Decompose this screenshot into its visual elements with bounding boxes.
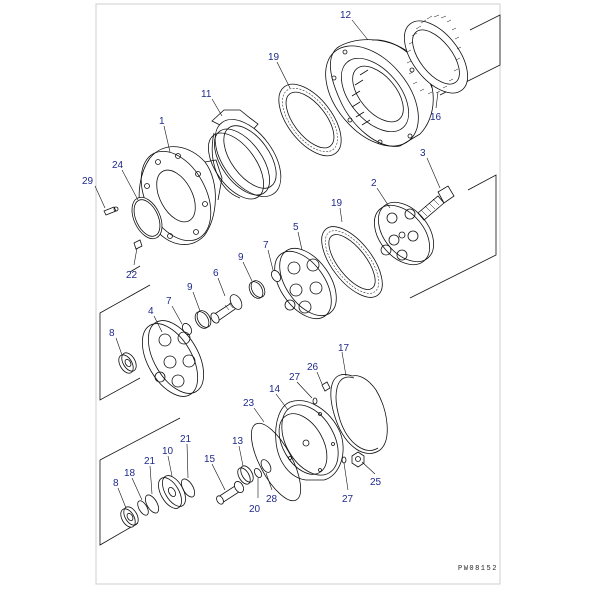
part-1-carrier <box>138 146 223 245</box>
part-5-disc <box>274 248 337 319</box>
part-20-ring <box>253 468 263 478</box>
part-21-snap-ring-b <box>144 494 160 514</box>
part-9-needle-bearing-b <box>194 310 212 329</box>
callout-29: 29 <box>82 176 94 187</box>
callout-2: 2 <box>371 178 377 189</box>
part-11-hub <box>208 109 282 200</box>
callout-7-upper: 7 <box>263 240 269 251</box>
part-24-o-ring <box>131 196 163 240</box>
part-23-o-ring <box>250 422 302 502</box>
part-10-gear <box>158 475 186 509</box>
callout-16: 16 <box>430 112 442 123</box>
part-15-shaft <box>216 481 244 505</box>
callout-28: 28 <box>266 494 278 505</box>
callout-24: 24 <box>112 160 124 171</box>
drawing-frame <box>95 3 501 585</box>
callout-9-lower: 9 <box>187 282 193 293</box>
part-19-bearing-lower <box>321 226 383 298</box>
callout-13: 13 <box>232 436 244 447</box>
part-27-plug-a <box>312 397 318 405</box>
part-3-shaft <box>417 185 455 221</box>
part-13-bearing <box>237 465 254 485</box>
part-18-washer <box>137 500 149 516</box>
callout-3: 3 <box>420 148 426 159</box>
callout-8-upper: 8 <box>109 328 115 339</box>
leader-lines <box>94 19 441 509</box>
callout-27-upper: 27 <box>289 372 301 383</box>
callout-15: 15 <box>204 454 216 465</box>
callout-1: 1 <box>159 116 165 127</box>
callout-22: 22 <box>126 270 138 281</box>
callout-9-upper: 9 <box>238 252 244 263</box>
callout-23: 23 <box>243 398 255 409</box>
part-14-cover <box>275 400 344 481</box>
callout-6: 6 <box>213 268 219 279</box>
callout-numbers: 12 16 19 11 1 24 29 22 3 2 19 5 7 9 6 9 … <box>82 10 442 515</box>
callout-10: 10 <box>162 446 174 457</box>
callout-14: 14 <box>269 384 281 395</box>
part-22-plug <box>133 239 143 250</box>
part-16-ring-gear <box>404 14 468 95</box>
part-8-bearing-a <box>118 352 137 374</box>
drawing-code: PW08152 <box>458 565 498 573</box>
part-26-plug <box>321 381 331 392</box>
callout-4: 4 <box>148 306 154 317</box>
part-7-washer-a <box>271 270 281 282</box>
part-17-snap-ring <box>330 374 388 454</box>
section-dividers <box>99 14 501 546</box>
callout-7-lower: 7 <box>166 296 172 307</box>
part-28-washer <box>260 459 272 473</box>
callout-21-right: 21 <box>180 434 192 445</box>
part-21-snap-ring-a <box>180 478 196 498</box>
callout-25: 25 <box>370 477 382 488</box>
part-27-plug-b <box>341 456 347 464</box>
part-6-planet-shaft <box>210 294 243 324</box>
callout-12: 12 <box>340 10 352 21</box>
part-2-planet-carrier <box>374 201 434 266</box>
part-25-nut <box>351 451 365 468</box>
callout-5: 5 <box>293 222 299 233</box>
callout-8-lower: 8 <box>113 478 119 489</box>
callout-19-upper: 19 <box>268 52 280 63</box>
callout-19-lower: 19 <box>331 198 343 209</box>
callout-11: 11 <box>201 89 212 100</box>
part-4-gear <box>141 320 205 397</box>
callout-20: 20 <box>249 504 261 515</box>
part-9-needle-bearing-a <box>248 280 266 299</box>
part-29-pin <box>103 206 119 216</box>
part-8-bearing-b <box>120 506 139 528</box>
callout-21-left: 21 <box>144 456 156 467</box>
callout-17: 17 <box>338 343 350 354</box>
callout-27-lower: 27 <box>342 494 354 505</box>
part-19-bearing-upper <box>278 83 342 157</box>
part-12-housing <box>325 39 434 147</box>
callout-26: 26 <box>307 362 319 373</box>
callout-18: 18 <box>124 468 136 479</box>
